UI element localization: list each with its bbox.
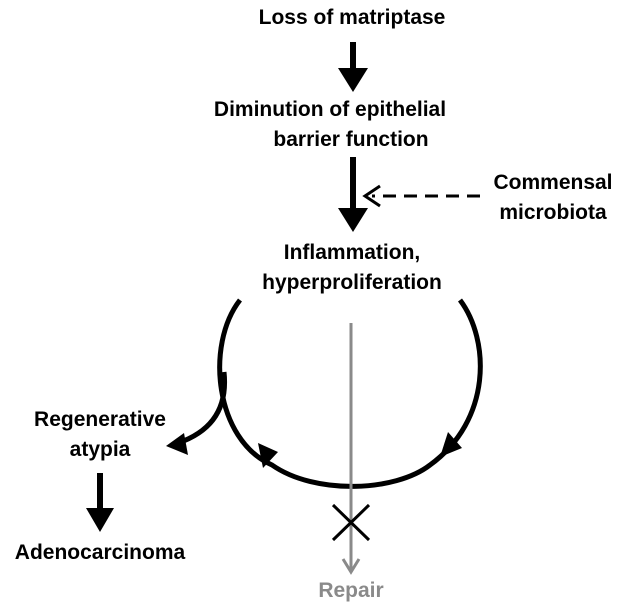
node-diminution-line2: barrier function (273, 128, 429, 151)
node-commensal-line2: microbiota (499, 201, 607, 224)
inflammation-cycle (217, 298, 483, 489)
node-adenocarcinoma: Adenocarcinoma (14, 541, 186, 564)
node-inflammation-line1: Inflammation, (283, 241, 421, 264)
node-regenerative-line1: Regenerative (34, 408, 166, 431)
arrow-diminution-to-inflammation (338, 157, 368, 232)
node-commensal-line1: Commensal (493, 171, 613, 194)
arrow-repair-blocked (341, 323, 361, 575)
node-regenerative-line2: atypia (69, 438, 131, 461)
arrow-cycle-to-regenerative (166, 371, 228, 455)
arrow-loss-to-diminution (338, 42, 368, 92)
node-diminution-line1: Diminution of epithelial (213, 98, 447, 121)
node-loss-of-matriptase: Loss of matriptase (258, 6, 446, 29)
node-inflammation-line2: hyperproliferation (262, 271, 442, 294)
cycle-arrowhead-left (258, 443, 278, 468)
arrow-regenerative-to-adenocarcinoma (86, 473, 114, 532)
block-x-icon (331, 503, 371, 542)
arrow-commensal-dashed (362, 184, 480, 208)
cycle-arrowhead-right (440, 432, 462, 457)
node-repair: Repair (318, 579, 384, 602)
